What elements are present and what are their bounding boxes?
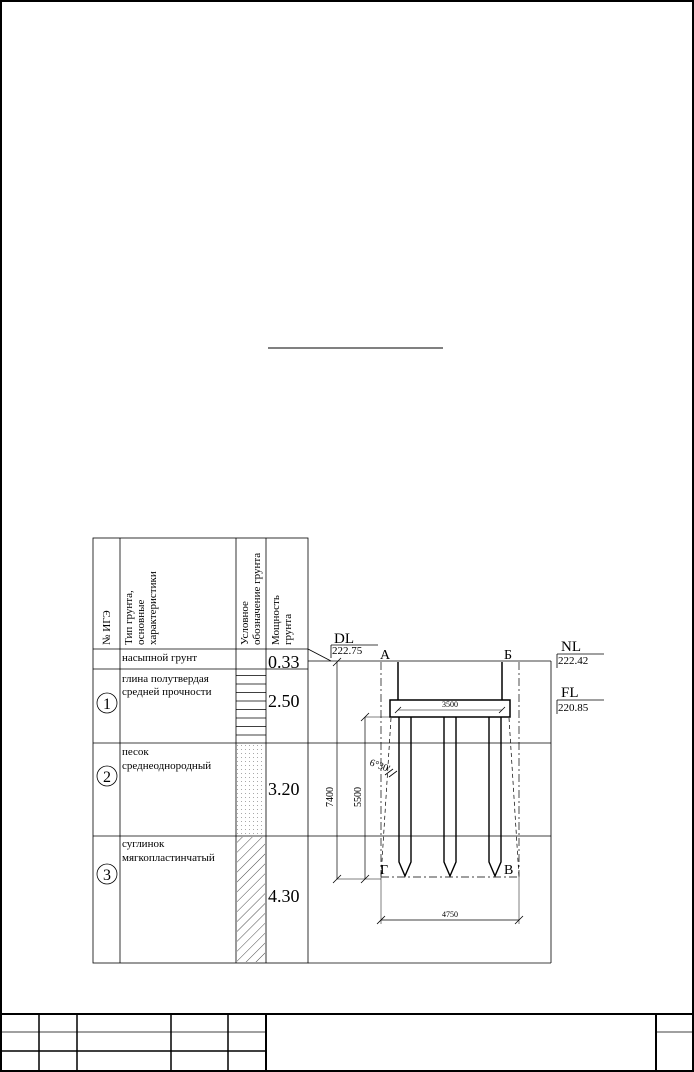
- header-type-1: Тип грунта,: [123, 590, 135, 645]
- corner-g-label: Г: [380, 863, 388, 878]
- layer-1-name-1: глина полутвердая: [122, 673, 209, 685]
- clay-pattern: [236, 674, 266, 738]
- cap-width-label: 3500: [442, 700, 458, 709]
- corner-v-label: В: [504, 863, 513, 878]
- header-type-3: характеристики: [147, 571, 159, 645]
- depth-total-dimension: 7400: [325, 657, 381, 884]
- soil-table: № ИГЭ Тип грунта, основные характеристик…: [92, 537, 309, 964]
- header-symbol-2: обозначение грунта: [251, 553, 263, 645]
- fl-label: FL: [561, 685, 579, 701]
- layer-1-name-2: средней прочности: [122, 686, 212, 698]
- layer-3-marker: [96, 863, 118, 885]
- layer-1-thickness: 2.50: [268, 691, 300, 711]
- dl-label: DL: [334, 631, 354, 647]
- layer-2-name-2: среднеоднородный: [122, 760, 211, 772]
- layer-3-name-1: суглинок: [122, 838, 165, 850]
- layer-0-thickness: 0.33: [268, 652, 300, 672]
- dl-value: 222.75: [332, 645, 363, 657]
- loam-pattern: [237, 837, 265, 962]
- layer-2-thickness: 3.20: [268, 779, 300, 799]
- nl-value: 222.42: [558, 655, 588, 667]
- fl-level-marker: FL 220.85: [556, 685, 604, 714]
- section-area: [307, 648, 552, 964]
- corner-b-label: Б: [504, 648, 512, 663]
- layer-1-marker: [96, 692, 118, 714]
- dl-level-marker: DL 222.75: [330, 631, 378, 658]
- layer-1-num: 1: [103, 696, 111, 713]
- layer-2-name-1: песок: [122, 746, 149, 758]
- layer-3-thickness: 4.30: [268, 886, 300, 906]
- header-symbol-1: Условное: [239, 601, 251, 645]
- base-width-dimension: 4750: [376, 877, 524, 925]
- nl-label: NL: [561, 639, 581, 655]
- layer-3-name-2: мягкопластинчатый: [122, 852, 215, 864]
- header-num: № ИГЭ: [101, 610, 113, 645]
- layer-0-name: насыпной грунт: [122, 652, 197, 664]
- base-width-label: 4750: [442, 910, 458, 919]
- cap-width-dimension: 3500: [394, 700, 506, 714]
- header-thickness-2: грунта: [282, 614, 294, 645]
- layer-2-num: 2: [103, 769, 111, 786]
- header-thickness-1: Мощность: [270, 595, 282, 645]
- title-block-stamp: [2, 1013, 692, 1071]
- pile-left: [398, 717, 412, 878]
- pile-cap: [389, 699, 511, 718]
- pile-right: [488, 717, 502, 878]
- pile-middle: [443, 717, 457, 878]
- depth-total-label: 7400: [325, 787, 336, 807]
- layer-2-marker: [96, 765, 118, 787]
- fl-value: 220.85: [558, 702, 589, 714]
- pile-length-label: 5500: [353, 787, 364, 807]
- nl-level-marker: NL 222.42: [556, 639, 604, 668]
- corner-a-label: А: [380, 648, 391, 663]
- sand-pattern: [237, 744, 265, 835]
- header-type-2: основные: [135, 599, 147, 645]
- layer-3-num: 3: [103, 867, 111, 884]
- conditional-foundation-outline: [380, 662, 520, 878]
- pile-length-dimension: 5500: [353, 712, 390, 884]
